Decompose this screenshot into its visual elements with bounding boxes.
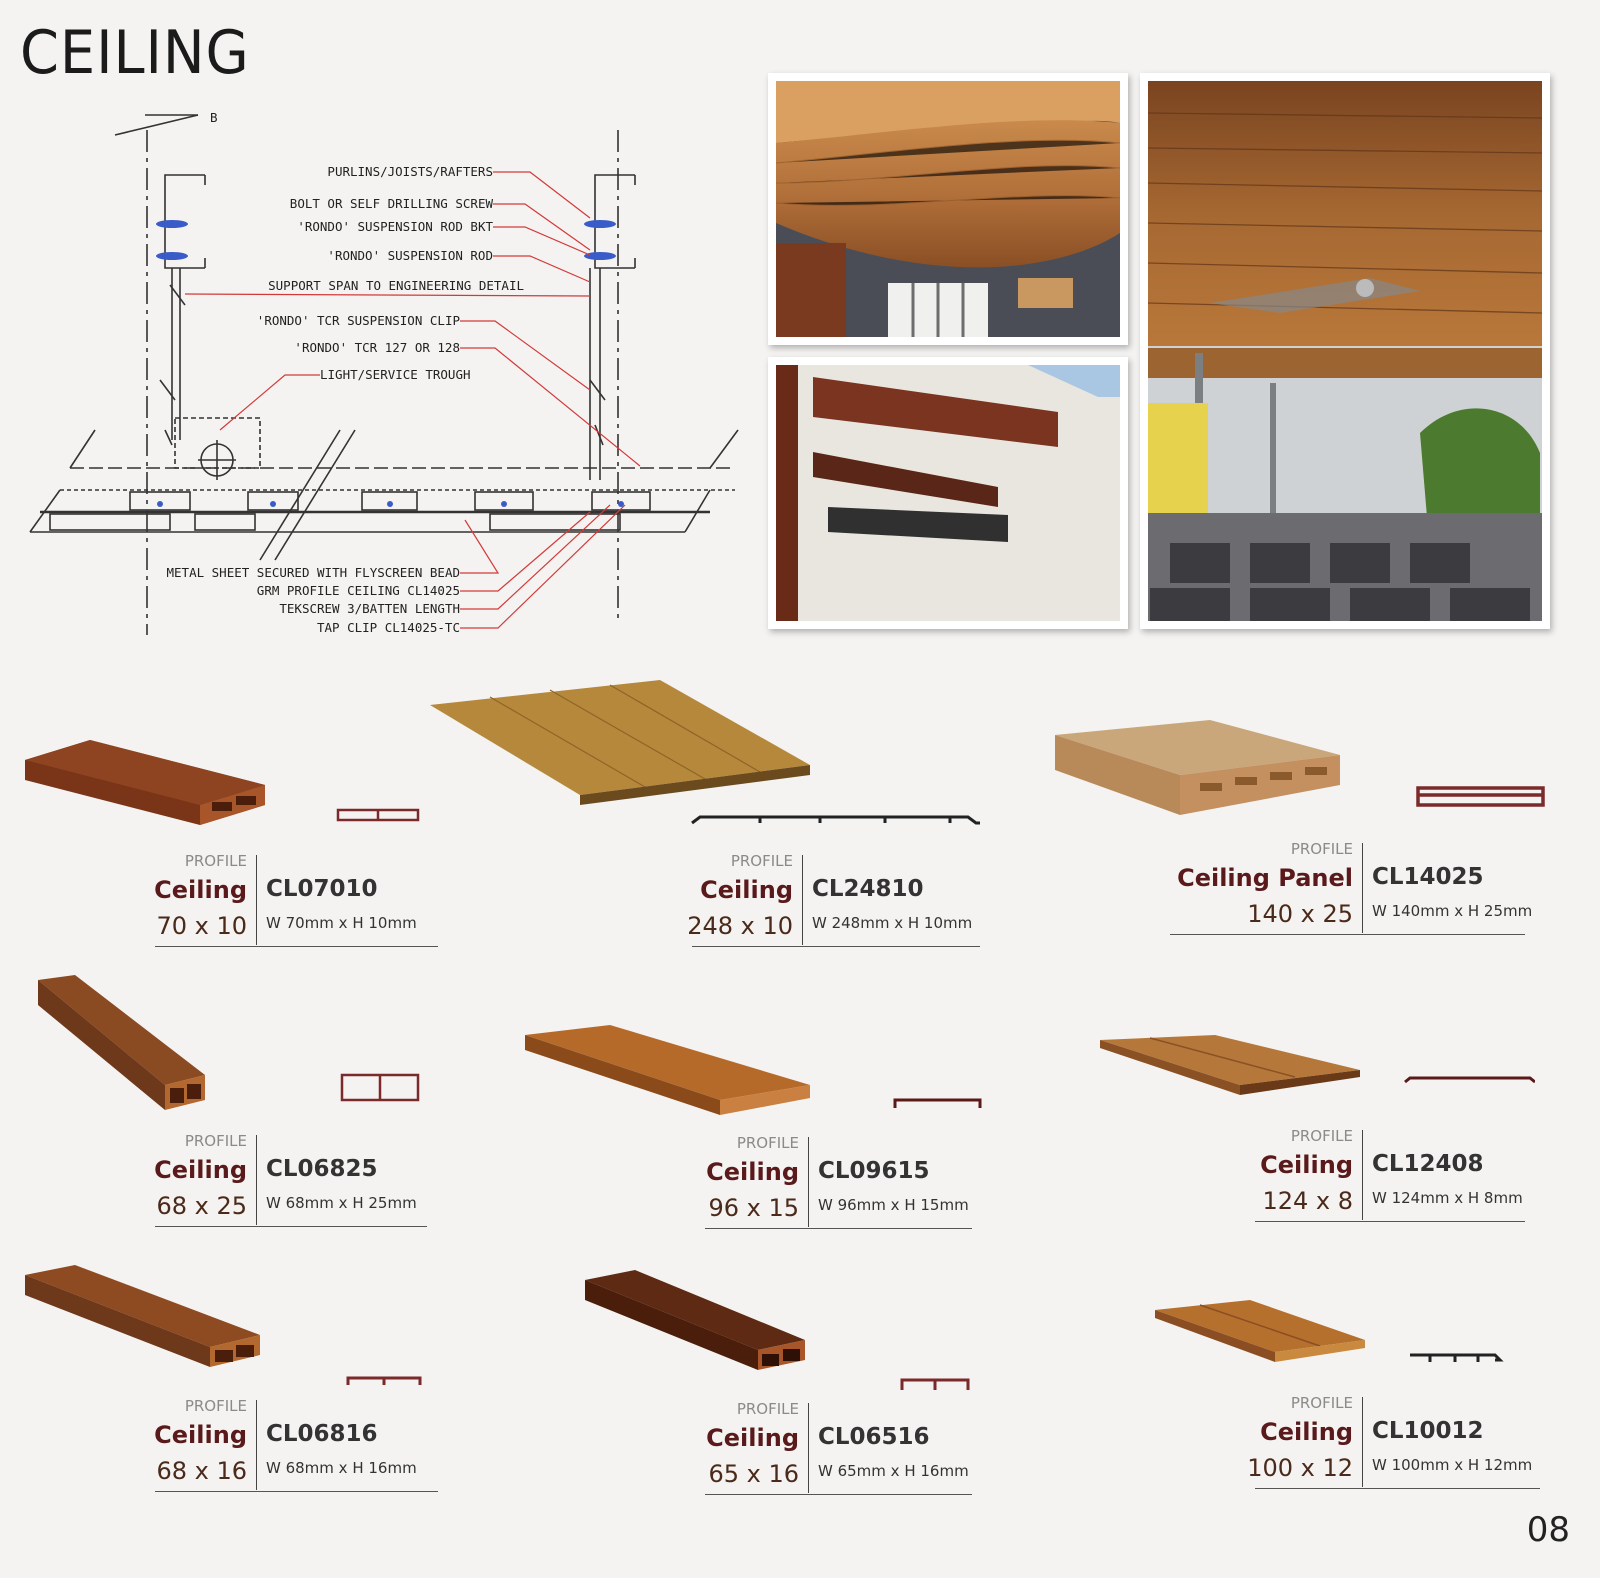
product-image-cl09615 [525, 1025, 982, 1115]
label-purlins: PURLINS/JOISTS/RAFTERS [327, 164, 493, 179]
product-code: CL07010 [266, 876, 378, 902]
page-title: CEILING [20, 18, 250, 88]
product-size: W 70mm x H 10mm [266, 914, 417, 932]
product-image-cl06516 [585, 1270, 970, 1390]
photo-curved-ceiling [768, 73, 1128, 345]
product-size: W 96mm x H 15mm [818, 1196, 969, 1214]
photo-patio-ceiling [1140, 73, 1550, 629]
product-code: CL14025 [1372, 864, 1484, 890]
product-name: Ceiling [1260, 1418, 1353, 1446]
product-name: Ceiling [1260, 1151, 1353, 1179]
divider [155, 946, 438, 947]
label-tekscrew: TEKSCREW 3/BATTEN LENGTH [279, 601, 460, 616]
label-tcr-clip: 'RONDO' TCR SUSPENSION CLIP [257, 313, 460, 328]
product-code: CL24810 [812, 876, 924, 902]
product-size: W 68mm x H 25mm [266, 1194, 417, 1212]
product-name: Ceiling [154, 876, 247, 904]
divider [155, 1491, 438, 1492]
product-name: Ceiling [706, 1158, 799, 1186]
product-code: CL12408 [1372, 1151, 1484, 1177]
product-dims: 65 x 16 [708, 1460, 799, 1488]
divider [1255, 1488, 1540, 1489]
product-dims: 68 x 25 [156, 1192, 247, 1220]
product-dims: 248 x 10 [687, 912, 793, 940]
product-size: W 68mm x H 16mm [266, 1459, 417, 1477]
label-tcr-127: 'RONDO' TCR 127 OR 128 [294, 340, 460, 355]
product-code: CL06816 [266, 1421, 378, 1447]
product-image-cl12408 [1100, 1035, 1535, 1095]
label-support-span: SUPPORT SPAN TO ENGINEERING DETAIL [268, 278, 524, 293]
label-bolt: BOLT OR SELF DRILLING SCREW [290, 196, 494, 211]
profile-label: PROFILE [730, 852, 793, 870]
label-rod-bkt: 'RONDO' SUSPENSION ROD BKT [297, 219, 493, 234]
product-dims: 140 x 25 [1247, 900, 1353, 928]
product-name: Ceiling [706, 1424, 799, 1452]
diagram-section-marker: B [210, 110, 218, 125]
profile-label: PROFILE [1290, 1394, 1353, 1412]
product-image-cl06825 [38, 975, 420, 1110]
product-size: W 124mm x H 8mm [1372, 1189, 1523, 1207]
product-size: W 140mm x H 25mm [1372, 902, 1533, 920]
product-size: W 248mm x H 10mm [812, 914, 973, 932]
product-name: Ceiling Panel [1177, 864, 1353, 892]
profile-label: PROFILE [184, 1397, 247, 1415]
profile-label: PROFILE [184, 852, 247, 870]
product-name: Ceiling [154, 1421, 247, 1449]
divider [1255, 1221, 1525, 1222]
profile-label: PROFILE [184, 1132, 247, 1150]
label-tap-clip: TAP CLIP CL14025-TC [317, 620, 460, 635]
product-name: Ceiling [154, 1156, 247, 1184]
product-dims: 70 x 10 [156, 912, 247, 940]
product-image-cl24810 [430, 680, 980, 825]
product-dims: 68 x 16 [156, 1457, 247, 1485]
product-image-cl10012 [1155, 1300, 1504, 1362]
divider [692, 946, 980, 947]
ceiling-installation-diagram: B PURLINS/JOISTS/RAFTERS BOLT OR SELF DR… [29, 110, 739, 635]
divider [705, 1494, 972, 1495]
profile-label: PROFILE [1290, 1127, 1353, 1145]
product-code: CL06516 [818, 1424, 930, 1450]
profile-label: PROFILE [1290, 840, 1353, 858]
divider [705, 1228, 972, 1229]
product-size: W 65mm x H 16mm [818, 1462, 969, 1480]
label-grm-profile: GRM PROFILE CEILING CL14025 [257, 583, 460, 598]
product-dims: 124 x 8 [1262, 1187, 1353, 1215]
product-code: CL06825 [266, 1156, 378, 1182]
page-number: 08 [1526, 1510, 1570, 1550]
divider [155, 1226, 427, 1227]
product-image-cl07010 [25, 740, 420, 825]
photo-soffit-ceiling [768, 357, 1128, 629]
product-image-cl06816 [25, 1265, 422, 1385]
product-code: CL10012 [1372, 1418, 1484, 1444]
product-code: CL09615 [818, 1158, 930, 1184]
product-image-cl14025 [1055, 720, 1545, 815]
product-dims: 96 x 15 [708, 1194, 799, 1222]
product-name: Ceiling [700, 876, 793, 904]
label-rod: 'RONDO' SUSPENSION ROD [327, 248, 493, 263]
profile-label: PROFILE [736, 1400, 799, 1418]
profile-label: PROFILE [736, 1134, 799, 1152]
divider [1170, 934, 1525, 935]
label-metal-sheet: METAL SHEET SECURED WITH FLYSCREEN BEAD [167, 565, 461, 580]
product-size: W 100mm x H 12mm [1372, 1456, 1533, 1474]
label-light-trough: LIGHT/SERVICE TROUGH [320, 367, 471, 382]
product-dims: 100 x 12 [1247, 1454, 1353, 1482]
